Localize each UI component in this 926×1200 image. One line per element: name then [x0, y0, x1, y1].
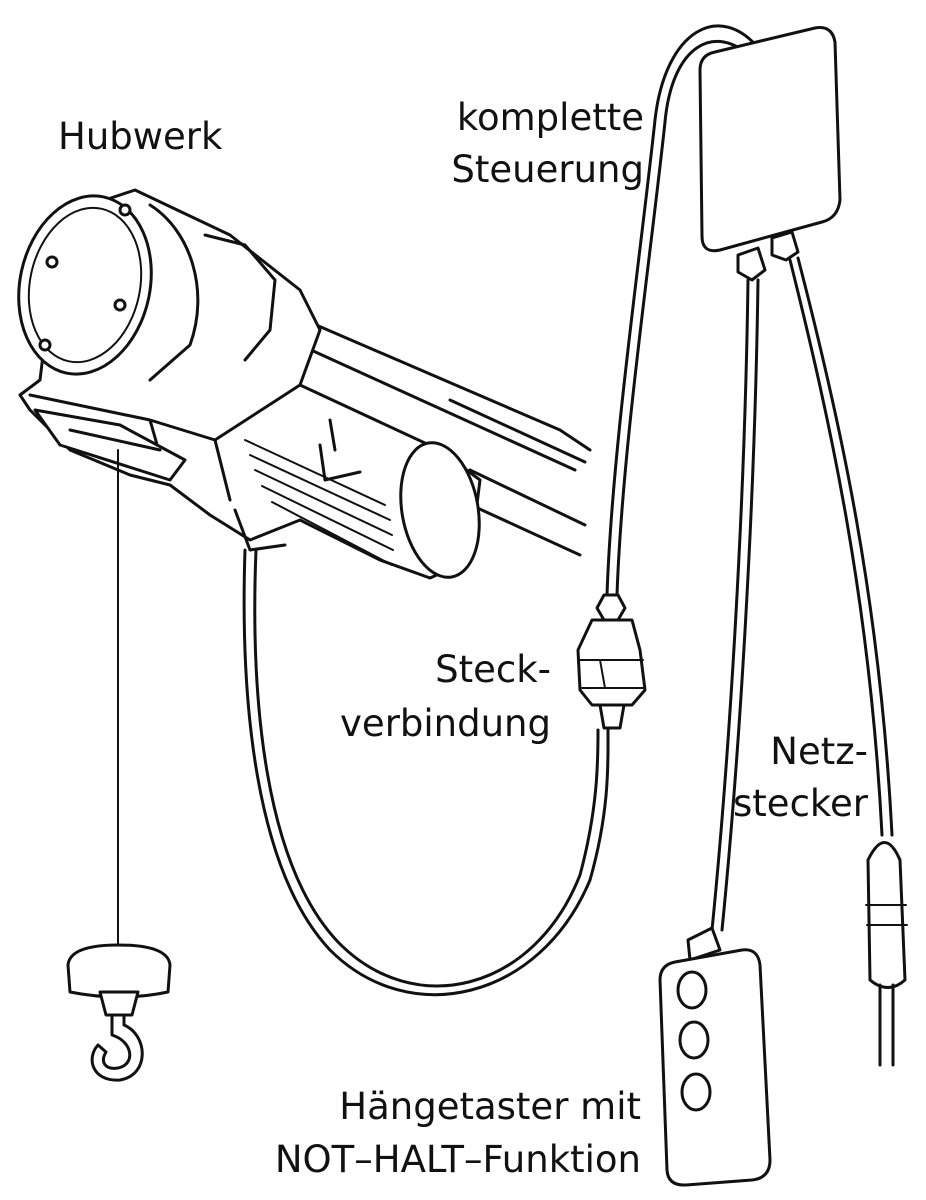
- label-steck-line2: verbindung: [340, 702, 551, 745]
- mains-plug: [865, 841, 908, 1067]
- label-netz-line1: Netz-: [770, 730, 868, 773]
- label-steuerung-line2: Steuerung: [451, 148, 644, 191]
- pendant-control-station: [658, 926, 772, 1187]
- label-hubwerk: Hubwerk: [58, 115, 223, 158]
- label-netz-line2: stecker: [733, 782, 868, 825]
- hook-assembly: [66, 449, 172, 1082]
- label-steck-line1: Steck-: [435, 648, 551, 691]
- cable-hoist-to-connector: [242, 548, 610, 996]
- label-taster-line2: NOT–HALT–Funktion: [274, 1138, 641, 1181]
- cable-to-pendant: [710, 278, 760, 932]
- label-steuerung-line1: komplette: [456, 96, 644, 139]
- hoist-unit: [17, 188, 482, 580]
- label-taster-line1: Hängetaster mit: [339, 1085, 641, 1128]
- plug-connector: [576, 593, 647, 730]
- mains-cable: [788, 256, 894, 837]
- cable-connector-to-control: [605, 24, 762, 597]
- rail-beam: [298, 316, 592, 557]
- control-box: [698, 26, 842, 282]
